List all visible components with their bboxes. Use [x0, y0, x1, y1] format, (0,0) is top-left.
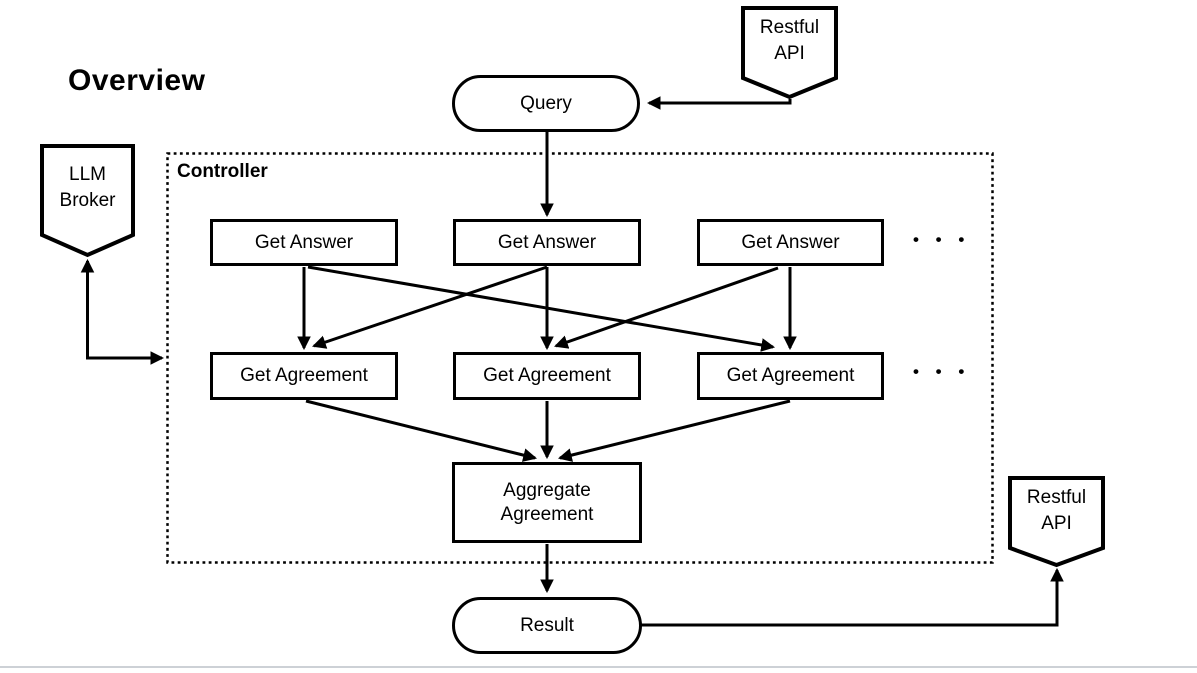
restful-api-bottom-line2: API [1041, 513, 1072, 534]
get-agreement-1-label: Get Agreement [240, 365, 368, 387]
arrow-agreement3-to-aggregate [557, 399, 791, 462]
restful-api-top-node: Restful API [743, 15, 836, 67]
query-label: Query [520, 92, 572, 114]
llm-broker-node: LLM Broker [42, 162, 133, 214]
restful-api-top-line2: API [774, 43, 805, 64]
aggregate-line1: Aggregate [503, 479, 591, 501]
query-node: Query [452, 75, 640, 132]
controller-boundary [166, 152, 994, 564]
arrow-agreement1-to-aggregate [305, 399, 538, 462]
get-agreement-2-label: Get Agreement [483, 365, 611, 387]
get-answer-3-label: Get Answer [741, 231, 840, 253]
arrow-answer2-to-agreement1 [312, 265, 548, 349]
aggregate-line2: Agreement [500, 503, 594, 525]
get-agreement-3-label: Get Agreement [726, 365, 855, 387]
aggregate-agreement-node: Aggregate Agreement [452, 462, 642, 543]
controller-label: Controller [177, 161, 268, 182]
result-label: Result [520, 614, 574, 636]
result-node: Result [452, 597, 642, 654]
restful-api-top-shape [741, 6, 838, 100]
restful-api-bottom-line1: Restful [1026, 487, 1087, 508]
llm-broker-line2: Broker [59, 190, 116, 211]
ellipsis-answers: • • • [913, 230, 971, 249]
page-title: Overview [68, 64, 206, 97]
slide-bottom-edge [0, 666, 1197, 668]
arrow-answer1-to-agreement3 [307, 265, 776, 352]
arrow-llm-broker-controller [80, 258, 165, 365]
arrow-restful-top-to-query [646, 96, 792, 110]
arrow-answer3-to-agreement2 [554, 266, 779, 349]
get-answer-2-node: Get Answer [453, 219, 641, 266]
get-agreement-2-node: Get Agreement [453, 352, 641, 400]
arrow-result-to-restful-bottom [641, 567, 1064, 627]
restful-api-top-line1: Restful [759, 17, 820, 38]
get-answer-1-label: Get Answer [254, 231, 354, 253]
llm-broker-shape [40, 144, 135, 258]
llm-broker-line1: LLM [69, 164, 106, 185]
get-answer-1-node: Get Answer [210, 219, 398, 266]
ellipsis-agreements: • • • [913, 362, 971, 381]
get-answer-2-label: Get Answer [497, 231, 597, 253]
get-agreement-3-node: Get Agreement [697, 352, 884, 400]
restful-api-bottom-shape [1008, 476, 1105, 568]
get-agreement-1-node: Get Agreement [210, 352, 398, 400]
restful-api-bottom-node: Restful API [1010, 485, 1103, 537]
get-answer-3-node: Get Answer [697, 219, 884, 266]
